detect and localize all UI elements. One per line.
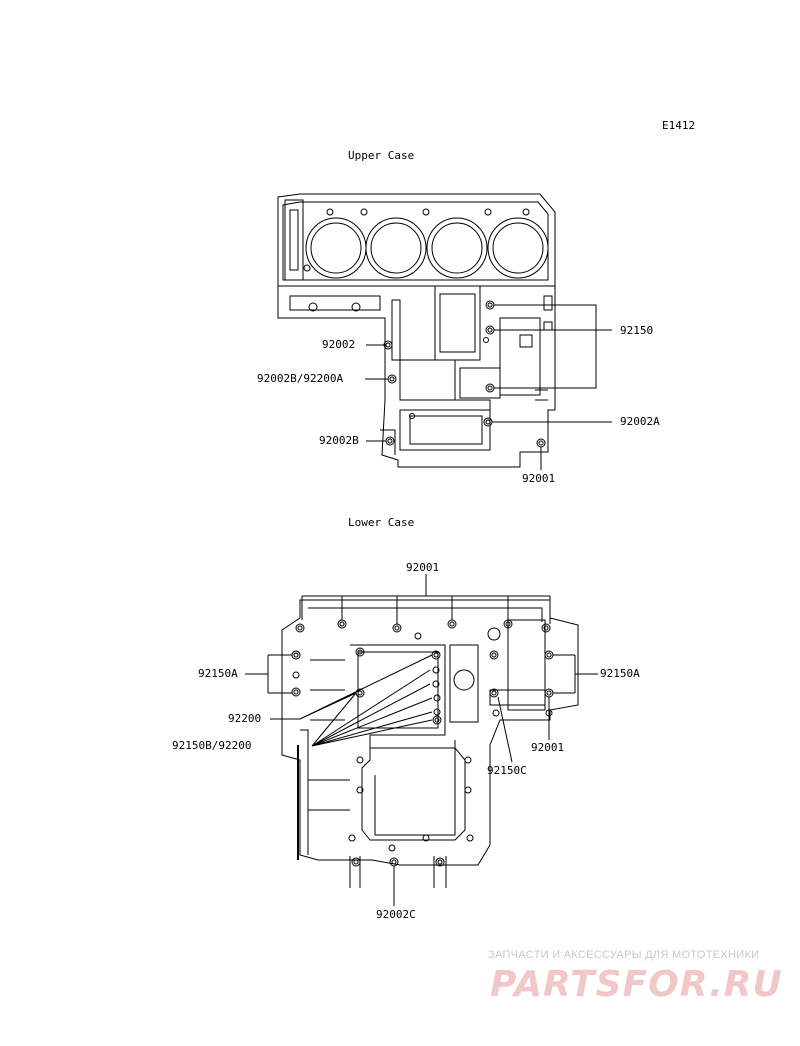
part-label-92150a-right: 92150A xyxy=(600,667,640,680)
lower-case-body xyxy=(281,599,579,866)
part-label-92002: 92002 xyxy=(322,338,356,351)
part-label-92150: 92150 xyxy=(620,324,654,337)
part-label-92150c: 92150C xyxy=(487,764,527,777)
part-label-92002b-92200a: 92002B/92200A xyxy=(257,372,344,385)
part-label-92150b-92200: 92150B/92200 xyxy=(172,739,252,752)
part-label-92002b: 92002B xyxy=(319,434,359,447)
part-label-92001-lower-top: 92001 xyxy=(406,561,440,574)
part-label-92002c: 92002C xyxy=(376,908,416,921)
part-label-92200: 92200 xyxy=(228,712,262,725)
cylinder-bore-2 xyxy=(365,217,427,279)
upper-case-body xyxy=(277,286,556,468)
upper-case-title: Upper Case xyxy=(348,149,415,162)
lower-case-title: Lower Case xyxy=(348,516,415,529)
part-label-92150a-left: 92150A xyxy=(198,667,238,680)
watermark-logo: PARTSFOR.RU xyxy=(490,964,783,1005)
part-label-92001-lower-right: 92001 xyxy=(531,741,565,754)
part-label-92002a: 92002A xyxy=(620,415,660,428)
figure-id: E1412 xyxy=(662,119,696,132)
cylinder-bore-3 xyxy=(426,217,488,279)
cylinder-bore-4 xyxy=(487,217,549,279)
watermark-tagline: ЗАПЧАСТИ И АКСЕССУАРЫ ДЛЯ МОТОТЕХНИКИ xyxy=(488,949,760,961)
part-label-92001-upper: 92001 xyxy=(522,472,556,485)
